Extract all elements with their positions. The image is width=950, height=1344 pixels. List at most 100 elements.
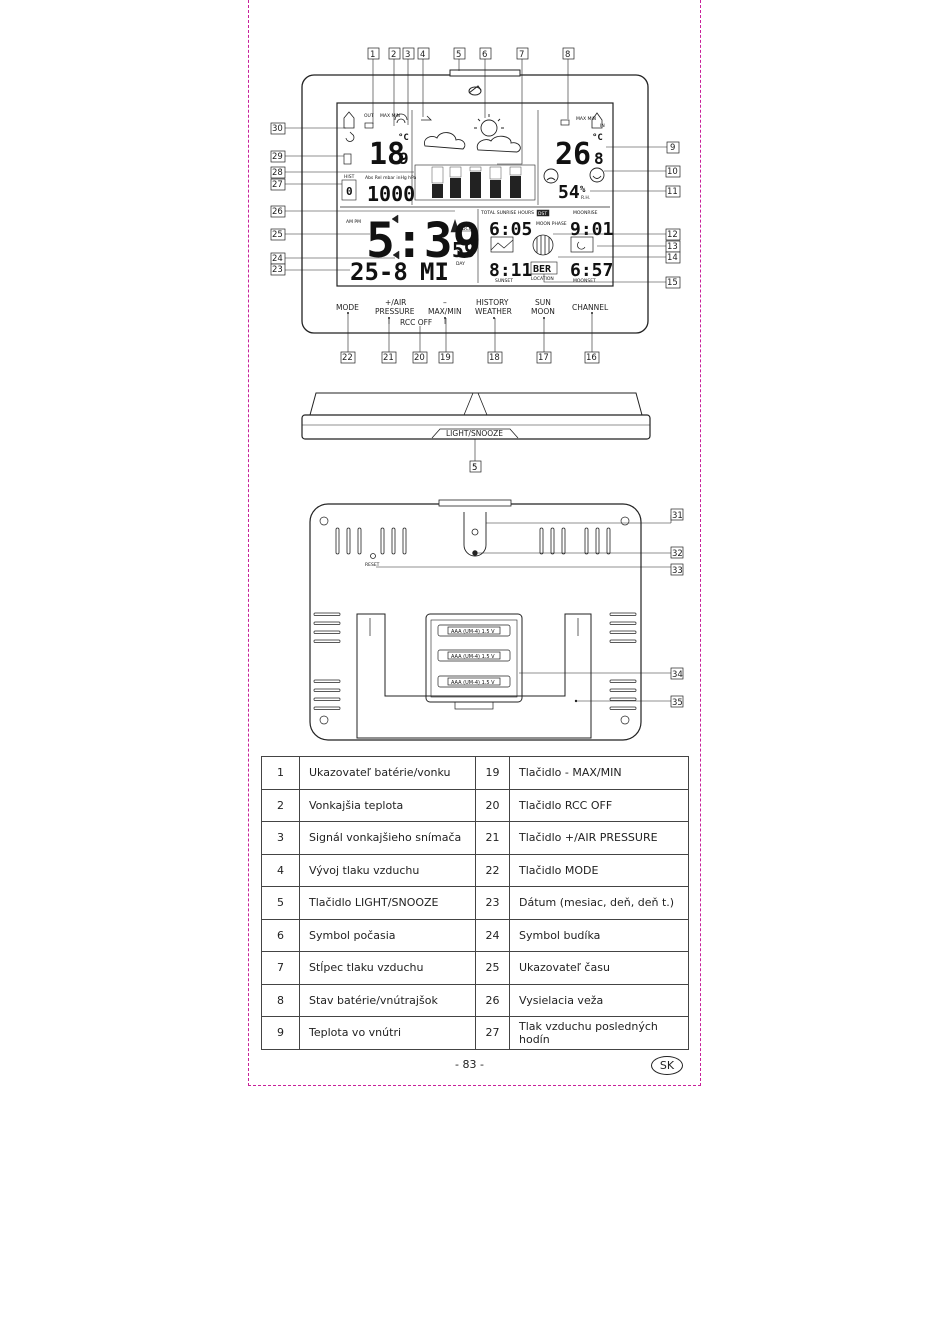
legend-num: 20 xyxy=(475,788,510,822)
legend-text: Symbol budíka xyxy=(509,918,689,952)
legend-num: 27 xyxy=(475,1016,510,1050)
callout-28: 28 xyxy=(272,168,283,178)
callout-24: 24 xyxy=(272,254,283,264)
maxmin-button-label: MAX/MIN xyxy=(428,307,462,316)
channel-label: CHANNEL xyxy=(572,303,609,312)
weather-symbol-icon xyxy=(424,114,521,153)
date-value: 25-8 xyxy=(350,258,408,286)
legend-text: Symbol počasia xyxy=(299,918,476,952)
callout-10: 10 xyxy=(667,167,678,177)
callout-18: 18 xyxy=(489,353,500,363)
legend-text: Tlačidlo LIGHT/SNOOZE xyxy=(299,886,476,920)
house-in-icon xyxy=(591,112,603,129)
sunset-label: SUNSET xyxy=(495,278,513,284)
callout-22: 22 xyxy=(342,353,353,363)
moon-phase-label: MOON PHASE xyxy=(536,221,567,227)
legend-num: 6 xyxy=(261,918,300,952)
hist-value: 0 xyxy=(346,185,353,198)
legend-text: Dátum (mesiac, deň, deň t.) xyxy=(509,886,689,920)
legend-num: 5 xyxy=(261,886,300,920)
legend-num: 4 xyxy=(261,853,300,887)
table-row: 2 Vonkajšia teplota 20 Tlačidlo RCC OFF xyxy=(261,788,689,822)
callout-8: 8 xyxy=(565,50,570,60)
max-min-out: MAX MIN xyxy=(380,113,400,119)
moonrise-label: MOONRISE xyxy=(573,210,598,216)
legend-num: 2 xyxy=(261,788,300,822)
side-view xyxy=(301,392,651,473)
legend-num: 9 xyxy=(261,1016,300,1050)
callout-20: 20 xyxy=(414,353,425,363)
battery-label-2: AAA (UM-4) 1.5 V xyxy=(451,654,495,660)
lcd-screen xyxy=(336,102,614,287)
legend-text: Ukazovateľ batérie/vonku xyxy=(299,756,476,790)
refresh-icon xyxy=(345,131,355,142)
callout-35: 35 xyxy=(672,698,683,708)
history-label: HISTORY xyxy=(476,298,509,307)
outdoor-temp: 18 xyxy=(369,137,405,172)
legend-text: Tlak vzduchu posledných hodín xyxy=(509,1016,689,1050)
callout-4: 4 xyxy=(420,50,425,60)
legend-num: 3 xyxy=(261,821,300,855)
language-badge: SK xyxy=(651,1056,683,1075)
table-row: 6 Symbol počasia 24 Symbol budíka xyxy=(261,918,689,952)
humidity-value: 54 xyxy=(558,182,580,203)
callout-7: 7 xyxy=(519,50,524,60)
in-label: IN xyxy=(600,123,605,129)
callout-13: 13 xyxy=(667,242,678,252)
minus-button-label: – xyxy=(443,298,447,307)
table-row: 4 Vývoj tlaku vzduchu 22 Tlačidlo MODE xyxy=(261,853,689,887)
dcf-label: DCF xyxy=(462,226,472,232)
pressure-value: 1000 xyxy=(367,182,415,206)
callout-9: 9 xyxy=(670,143,675,153)
moon-landscape-icon xyxy=(570,236,594,253)
legend-text: Tlačidlo RCC OFF xyxy=(509,788,689,822)
legend-text: Tlačidlo +/AIR PRESSURE xyxy=(509,821,689,855)
callout-3: 3 xyxy=(405,50,410,60)
legend-text: Vysielacia veža xyxy=(509,983,689,1017)
hist-label: HIST xyxy=(344,174,355,180)
comfort-sad-icon xyxy=(543,168,559,184)
callout-19: 19 xyxy=(440,353,451,363)
callout-31: 31 xyxy=(672,511,683,521)
moon-phase-icon xyxy=(532,234,554,256)
moonset-time: 6:57 xyxy=(570,260,613,281)
callout-25: 25 xyxy=(272,230,283,240)
legend-num: 7 xyxy=(261,951,300,985)
callout-29: 29 xyxy=(272,152,283,162)
callout-26: 26 xyxy=(272,207,283,217)
callouts-back: 31 32 33 34 35 xyxy=(672,511,683,708)
pressure-bar-chart xyxy=(414,164,536,201)
weather-label: WEATHER xyxy=(475,307,512,316)
battery-out-icon xyxy=(364,122,374,129)
callout-6: 6 xyxy=(482,50,487,60)
am-pm-label: AM PM xyxy=(346,219,361,225)
humidity-unit: % xyxy=(580,185,586,195)
legend-num: 1 xyxy=(261,756,300,790)
clock-seconds: 59 xyxy=(452,238,476,262)
callout-1: 1 xyxy=(370,50,375,60)
mode-button-label: MODE xyxy=(336,303,359,312)
front-buttons: MODE +/AIR PRESSURE RCC OFF – MAX/MIN HI… xyxy=(336,298,609,327)
air-button-label-1: +/AIR xyxy=(385,298,406,307)
outdoor-temp-decimal: 9 xyxy=(399,149,409,168)
legend-text: Vonkajšia teplota xyxy=(299,788,476,822)
callout-11: 11 xyxy=(667,187,678,197)
legend-text: Teplota vo vnútri xyxy=(299,1016,476,1050)
callout-23: 23 xyxy=(272,265,283,275)
total-sunrise-label: TOTAL SUNRISE HOURS xyxy=(480,210,534,216)
indoor-temp: 26 xyxy=(555,137,591,172)
callout-14: 14 xyxy=(667,253,678,263)
signal-icon xyxy=(394,113,408,124)
table-row: 3 Signál vonkajšieho snímača 21 Tlačidlo… xyxy=(261,821,689,855)
callout-32: 32 xyxy=(672,549,683,559)
indoor-temp-decimal: 8 xyxy=(594,149,604,168)
max-min-in: MAX MIN xyxy=(576,116,596,122)
legend-text: Tlačidlo - MAX/MIN xyxy=(509,756,689,790)
callouts-top: 1 2 3 4 5 6 7 8 xyxy=(367,47,575,165)
dcf-box xyxy=(460,223,472,232)
alarm-icon-bottom xyxy=(392,250,400,260)
callout-2: 2 xyxy=(391,50,396,60)
location-label: LOCATION xyxy=(531,276,554,282)
page-number: - 83 - xyxy=(455,1058,484,1071)
